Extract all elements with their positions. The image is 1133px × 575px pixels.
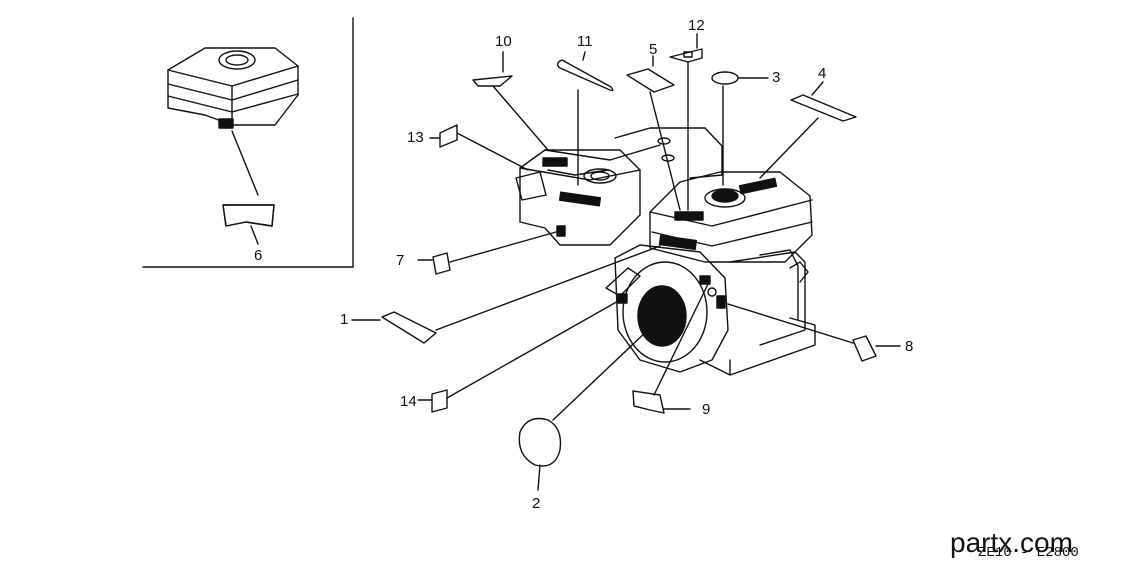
diagram-reference-code: ZE10 - E2800 bbox=[978, 545, 1079, 561]
decal-12-window bbox=[683, 51, 693, 58]
decal-5-shape bbox=[626, 68, 675, 93]
decal-7-shape bbox=[432, 252, 451, 275]
leader-lines bbox=[351, 33, 901, 491]
decal-2-shape bbox=[518, 417, 562, 467]
decal-11-shape bbox=[556, 59, 614, 92]
decal-shapes bbox=[222, 48, 877, 467]
callout-5: 5 bbox=[649, 41, 657, 58]
decal-3-shape bbox=[711, 71, 739, 85]
callout-4: 4 bbox=[818, 65, 826, 82]
decal-1-shape bbox=[381, 311, 437, 344]
decal-8-shape bbox=[852, 335, 877, 362]
callout-8: 8 bbox=[905, 338, 913, 355]
callout-2: 2 bbox=[532, 495, 540, 512]
decal-9-shape bbox=[632, 390, 665, 414]
callout-9: 9 bbox=[702, 401, 710, 418]
decal-6-shape bbox=[222, 204, 275, 227]
decal-12-shape bbox=[669, 48, 703, 63]
callout-13: 13 bbox=[407, 129, 424, 146]
decal-10-shape bbox=[472, 75, 513, 87]
decal-13-shape bbox=[439, 124, 458, 148]
callout-14: 14 bbox=[400, 393, 417, 410]
inset-frame bbox=[142, 17, 354, 268]
engine-assembly bbox=[515, 127, 816, 376]
callout-10: 10 bbox=[495, 33, 512, 50]
decal-4-shape bbox=[790, 94, 857, 122]
partx-watermark: partx.com bbox=[950, 527, 1073, 558]
inset-air-cleaner bbox=[167, 47, 299, 245]
callout-labels: 10 11 5 12 3 4 13 7 1 8 14 9 2 6 bbox=[254, 17, 913, 512]
callout-3: 3 bbox=[772, 69, 780, 86]
callout-6: 6 bbox=[254, 247, 262, 264]
callout-7: 7 bbox=[396, 252, 404, 269]
callout-1: 1 bbox=[340, 311, 348, 328]
callout-12: 12 bbox=[688, 17, 705, 34]
decal-14-shape bbox=[431, 389, 448, 413]
callout-11: 11 bbox=[577, 33, 593, 50]
